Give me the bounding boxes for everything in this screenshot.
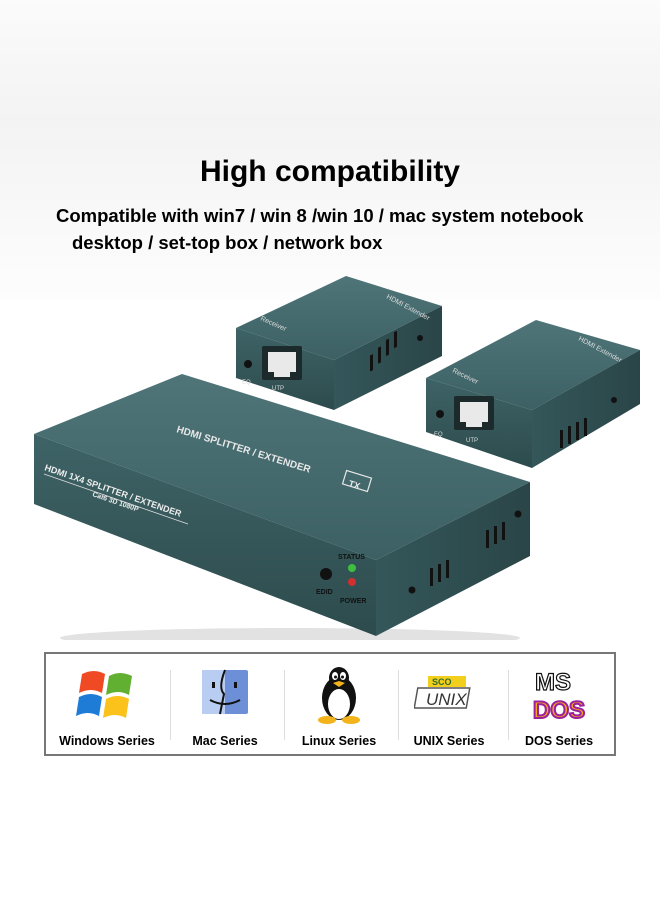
os-label: Linux Series — [301, 734, 377, 748]
svg-text:UTP: UTP — [272, 386, 284, 392]
os-label: Mac Series — [192, 734, 258, 748]
divider — [508, 670, 509, 740]
divider — [284, 670, 285, 740]
svg-text:DOS: DOS — [533, 697, 585, 724]
ms-dos-icon: MS DOS — [532, 668, 586, 725]
main-splitter-unit: HDMI SPLITTER / EXTENDER TX HDMI 1X4 SPL… — [34, 374, 530, 636]
os-label: Windows Series — [59, 734, 155, 748]
subtitle-line-2: desktop / set-top box / network box — [72, 232, 383, 253]
svg-text:TX: TX — [347, 478, 361, 491]
svg-text:EQ: EQ — [434, 432, 443, 438]
receiver-unit-1: EQ UTP Receiver HDMI Extender — [236, 276, 442, 410]
os-item-mac: Mac Series — [168, 654, 282, 754]
svg-text:UTP: UTP — [466, 438, 478, 444]
linux-tux-icon — [318, 667, 360, 724]
svg-text:STATUS: STATUS — [338, 554, 365, 561]
os-label: UNIX Series — [413, 734, 485, 748]
os-compatibility-panel: Windows Series Mac Series Linux Series — [44, 652, 616, 756]
divider — [398, 670, 399, 740]
receiver-unit-2: EQ UTP Receiver HDMI Extender — [426, 320, 640, 468]
os-label: DOS Series — [524, 734, 594, 748]
power-led-icon — [348, 578, 356, 586]
windows-logo-icon — [76, 671, 132, 718]
svg-text:MS: MS — [535, 669, 571, 696]
os-item-unix: SCO UNIX UNIX Series — [392, 654, 506, 754]
subtitle-line-1: Compatible with win7 / win 8 /win 10 / m… — [56, 205, 584, 226]
os-item-dos: MS DOS DOS Series — [502, 654, 616, 754]
status-led-icon — [348, 564, 356, 572]
background — [0, 0, 660, 300]
svg-text:EDID: EDID — [316, 589, 333, 596]
page-title: High compatibility — [199, 155, 460, 188]
vent-slots — [430, 522, 505, 586]
svg-text:SCO: SCO — [432, 677, 452, 687]
eq-knob-icon — [244, 360, 252, 368]
eq-knob-icon — [436, 410, 444, 418]
divider — [170, 670, 171, 740]
svg-text:UNIX: UNIX — [426, 690, 467, 709]
os-item-windows: Windows Series — [50, 654, 164, 754]
svg-text:POWER: POWER — [340, 598, 366, 605]
hdmi-extender-product-image: EQ UTP Receiver HDMI Extender EQ UTP Rec… — [34, 276, 640, 640]
edid-button-icon — [320, 568, 332, 580]
svg-text:EQ: EQ — [242, 380, 251, 386]
main-unit-shadow — [60, 628, 520, 640]
sco-unix-icon: SCO UNIX — [414, 676, 471, 709]
os-item-linux: Linux Series — [282, 654, 396, 754]
mac-finder-icon — [202, 669, 248, 715]
